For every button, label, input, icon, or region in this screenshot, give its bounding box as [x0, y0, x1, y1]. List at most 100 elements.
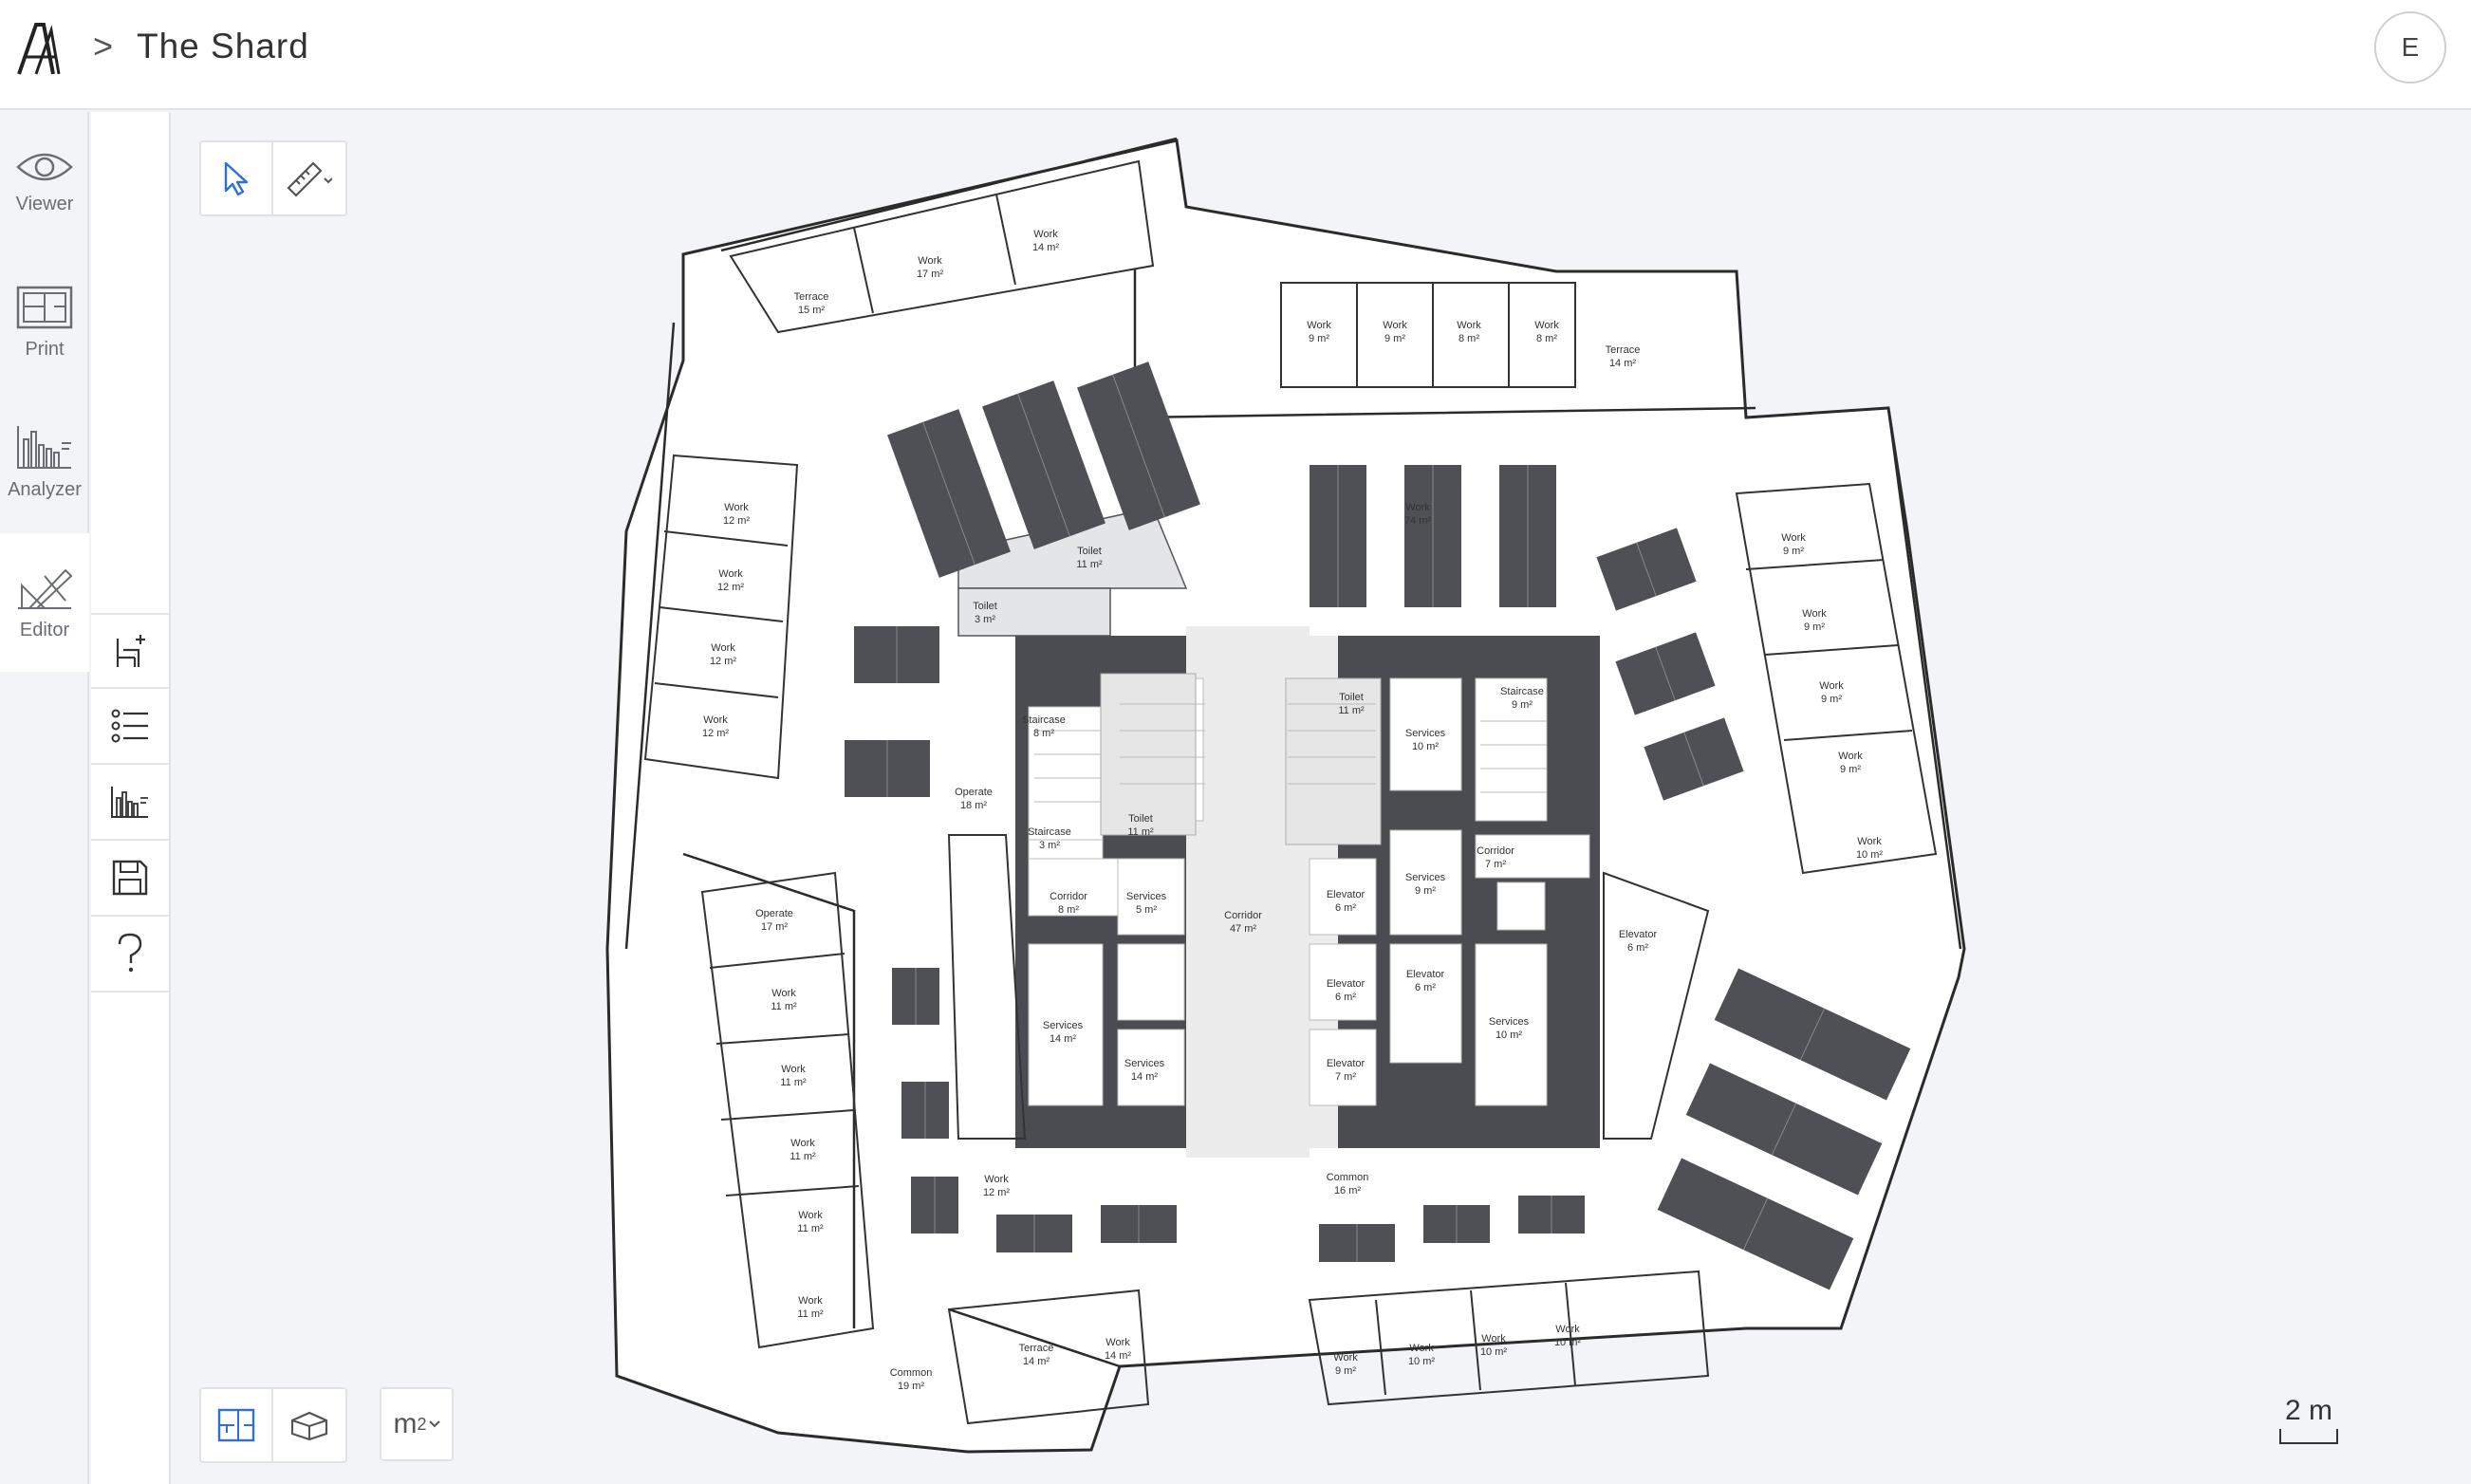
analysis-button[interactable] — [91, 765, 169, 841]
room-name-label: Services — [1043, 1020, 1084, 1031]
room-area-label: 9 m² — [1821, 694, 1842, 705]
room-area-label: 74 m² — [1404, 515, 1431, 527]
ruler-dropdown-icon — [287, 161, 332, 197]
view-3d-button[interactable] — [273, 1389, 345, 1461]
room-name-label: Elevator — [1327, 978, 1366, 990]
room-name-label: Work — [703, 714, 728, 726]
eye-icon — [16, 153, 73, 180]
room-area-label: 11 m² — [797, 1223, 824, 1234]
room-name-label: Corridor — [1224, 910, 1262, 921]
room-name-label: Elevator — [1327, 1058, 1366, 1069]
3d-box-icon — [290, 1411, 328, 1441]
room-name-label: Work — [1333, 1352, 1358, 1363]
room-area-label: 9 m² — [1384, 333, 1405, 344]
room-name-label: Services — [1405, 728, 1446, 739]
building-core — [1015, 626, 1600, 1158]
room-area-label: 16 m² — [1334, 1185, 1361, 1196]
room-area-label: 10 m² — [1856, 849, 1883, 861]
list-button[interactable] — [91, 689, 169, 765]
room-area-label: 14 m² — [1609, 358, 1636, 369]
room-name-label: Work — [1802, 608, 1827, 620]
scale-bar — [2279, 1429, 2338, 1444]
room-area-label: 3 m² — [975, 614, 995, 625]
room-name-label: Staircase — [1500, 686, 1544, 697]
view-2d-button[interactable] — [201, 1389, 273, 1461]
room-name-label: Work — [781, 1064, 806, 1075]
desk-divider — [1742, 1197, 1769, 1251]
room-name-label: Terrace — [1019, 1343, 1054, 1354]
room-name-label: Operate — [755, 908, 793, 919]
room-name-label: Services — [1124, 1058, 1165, 1069]
room-name-label: Work — [1555, 1324, 1580, 1335]
list-icon — [111, 709, 148, 743]
desk-divider — [1112, 374, 1165, 518]
floorplan-print-icon — [16, 286, 73, 328]
select-tool-button[interactable] — [201, 142, 273, 214]
main-sidebar: Viewer Print Analyzer Editor — [0, 112, 89, 1484]
room-name-label: Work — [790, 1138, 815, 1149]
app-logo-icon[interactable] — [15, 19, 74, 78]
sidebar-item-viewer[interactable]: Viewer — [0, 112, 89, 250]
office-rooms — [643, 159, 1938, 1425]
unit-exponent: 2 — [417, 1414, 427, 1434]
room-name-label: Elevator — [1327, 889, 1366, 900]
save-button[interactable] — [91, 841, 169, 917]
room-name-label: Corridor — [1050, 891, 1087, 902]
room-name-label: Staircase — [1028, 826, 1071, 838]
room-name-label: Work — [724, 502, 749, 513]
sidebar-item-analyzer[interactable]: Analyzer — [0, 393, 89, 531]
perimeter-walls — [624, 137, 1962, 1368]
bar-chart-icon — [17, 425, 71, 469]
room-area-label: 6 m² — [1335, 992, 1356, 1003]
help-button[interactable] — [91, 917, 169, 992]
sidebar-item-editor[interactable]: Editor — [0, 533, 89, 672]
room-area-label: 10 m² — [1496, 1030, 1522, 1041]
sidebar-item-print[interactable]: Print — [0, 252, 89, 391]
room-name-label: Work — [1819, 680, 1844, 692]
room-area-label: 6 m² — [1415, 982, 1436, 993]
room-name-label: Services — [1489, 1016, 1530, 1028]
room-name-label: Work — [1307, 320, 1331, 331]
measure-tool-button[interactable] — [273, 142, 345, 214]
sidebar-item-label: Print — [25, 338, 65, 360]
room-area-label: 12 m² — [983, 1187, 1010, 1198]
room-area-label: 8 m² — [1536, 333, 1557, 344]
desk-divider — [1683, 732, 1704, 787]
room-area-label: 8 m² — [1033, 728, 1054, 739]
user-avatar[interactable]: E — [2374, 11, 2446, 83]
room-name-label: Common — [890, 1367, 933, 1379]
room-name-label: Work — [718, 568, 743, 580]
room-area-label: 9 m² — [1840, 764, 1861, 775]
sidebar-item-label: Analyzer — [8, 478, 82, 500]
room-area-label: 9 m² — [1804, 621, 1825, 633]
room-name-label: Staircase — [1022, 714, 1066, 726]
scale-indicator: 2 m — [2279, 1395, 2338, 1444]
bar-chart-icon — [111, 787, 148, 818]
room-area-label: 15 m² — [798, 305, 825, 316]
room-area-label: 9 m² — [1415, 885, 1436, 897]
room-name-label: Toilet — [1339, 692, 1364, 703]
scale-label: 2 m — [2284, 1395, 2332, 1426]
page-title: The Shard — [137, 27, 309, 65]
room-name-label: Toilet — [1077, 546, 1102, 557]
room-area-label: 10 m² — [1412, 741, 1439, 752]
room-name-label: Work — [1457, 320, 1481, 331]
room-name-label: Work — [984, 1174, 1009, 1185]
desk-divider — [1799, 1008, 1826, 1061]
room-name-label: Work — [1405, 502, 1430, 513]
room-area-label: 11 m² — [1127, 826, 1154, 838]
room-area-label: 5 m² — [1136, 904, 1157, 916]
selection-toolbar — [199, 140, 347, 216]
room-area-label: 14 m² — [1105, 1350, 1131, 1362]
unit-label: m — [393, 1408, 418, 1439]
room-name-label: Services — [1405, 872, 1446, 883]
desk-divider — [922, 421, 975, 566]
room-area-label: 11 m² — [1338, 705, 1365, 716]
room-area-label: 7 m² — [1485, 859, 1506, 870]
add-furniture-button[interactable] — [91, 613, 169, 689]
room-name-label: Toilet — [1128, 813, 1153, 825]
desk-divider — [1636, 542, 1657, 597]
